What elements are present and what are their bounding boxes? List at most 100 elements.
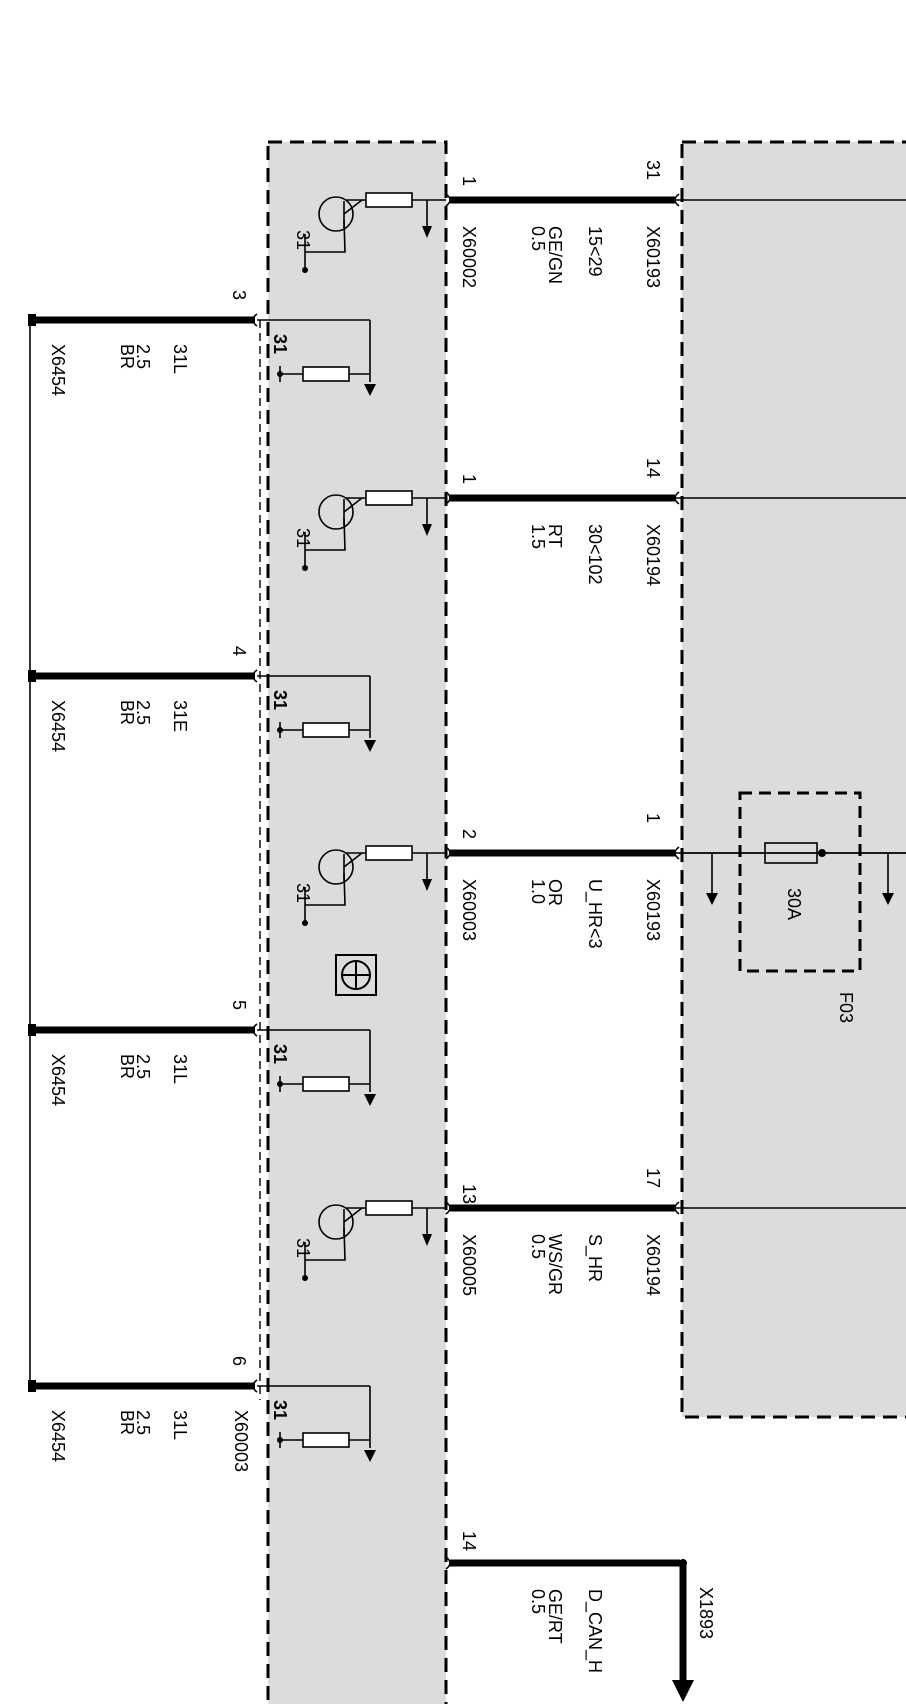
wire-color: BR xyxy=(117,344,137,369)
connector-label: X60003 xyxy=(459,879,479,941)
arrow-icon xyxy=(364,1094,376,1106)
wire-size: 2.5 xyxy=(133,700,153,725)
pin-connector xyxy=(252,669,258,683)
signal-label: 31L xyxy=(170,1410,190,1440)
pin-number: 1 xyxy=(643,813,663,823)
pin-number: 3 xyxy=(229,290,249,300)
driver-trace xyxy=(305,872,346,906)
wire-color: WS/GR xyxy=(545,1234,565,1295)
ground-dot xyxy=(302,1275,308,1281)
wire-color: RT xyxy=(545,524,565,548)
transistor-icon xyxy=(318,849,354,885)
fuse-box xyxy=(738,791,862,973)
wire-size: 0.5 xyxy=(528,1589,548,1614)
arrow-icon xyxy=(422,879,432,891)
driver-trace xyxy=(305,517,346,551)
connector-label: X6454 xyxy=(48,344,68,396)
signal-label: 31L xyxy=(170,344,190,374)
control-module-box xyxy=(266,140,448,1704)
wire-size: 1.5 xyxy=(528,524,548,549)
wire-size: 1.0 xyxy=(528,879,548,904)
connector-label: X6454 xyxy=(48,1054,68,1106)
pin-connector xyxy=(445,846,451,860)
resistor-symbol xyxy=(302,1432,350,1448)
resistor-symbol xyxy=(365,845,413,861)
arrow-icon xyxy=(422,1234,432,1246)
connector-label: X60194 xyxy=(643,1234,663,1296)
can-arrow-head xyxy=(672,1680,694,1702)
wire-end xyxy=(28,1024,36,1036)
driver-trace xyxy=(305,1227,346,1261)
wire-size: 0.5 xyxy=(528,1234,548,1259)
wire-size: 2.5 xyxy=(133,1410,153,1435)
wire-color: BR xyxy=(117,700,137,725)
wire-size: 0.5 xyxy=(528,226,548,251)
signal-label: 15<29 xyxy=(585,226,605,277)
pin-number: 4 xyxy=(229,646,249,656)
connector-label: X6454 xyxy=(48,700,68,752)
transistor-icon xyxy=(318,494,354,530)
resistor-symbol xyxy=(365,192,413,208)
pin-connector xyxy=(445,193,451,207)
transistor-icon xyxy=(318,196,354,232)
wire-color: GE/RT xyxy=(545,1589,565,1644)
wire-size: 2.5 xyxy=(133,344,153,369)
ground-label: 31 xyxy=(270,1400,290,1420)
pin-number: 17 xyxy=(643,1168,663,1188)
arrow-icon xyxy=(364,384,376,396)
signal-label: D_CAN_H xyxy=(584,1589,605,1673)
pin-number: 31 xyxy=(643,160,663,180)
ground-dot xyxy=(302,565,308,571)
connector-label: X60005 xyxy=(459,1234,479,1296)
resistor-symbol xyxy=(365,490,413,506)
ground-label: 31 xyxy=(293,528,313,548)
pin-number: 2 xyxy=(459,829,479,839)
pin-number: 6 xyxy=(229,1356,249,1366)
pin-connector xyxy=(252,1023,258,1037)
signal-label: 31E xyxy=(170,700,190,732)
pin-connector xyxy=(674,1201,680,1215)
wire-color: BR xyxy=(117,1410,137,1435)
connector-label: X60194 xyxy=(643,524,663,586)
pin-number: 14 xyxy=(459,1531,479,1551)
pin-connector xyxy=(445,1556,451,1570)
ground-label: 31 xyxy=(270,690,290,710)
pin-number: 13 xyxy=(459,1184,479,1204)
arrow-icon xyxy=(706,893,718,905)
wire-color: BR xyxy=(117,1054,137,1079)
connector-label: X60002 xyxy=(459,226,479,288)
resistor-symbol xyxy=(302,366,350,382)
connector-label: X60003 xyxy=(231,1410,251,1472)
pin-connector xyxy=(445,491,451,505)
pin-connector xyxy=(674,193,680,207)
ground-label: 31 xyxy=(270,334,290,354)
connector-label: X1893 xyxy=(696,1587,716,1639)
signal-label: 30<102 xyxy=(585,524,605,585)
driver-trace xyxy=(305,219,346,253)
connector-label: X60193 xyxy=(643,226,663,288)
wire-end xyxy=(28,1380,36,1392)
pin-connector xyxy=(674,491,680,505)
ground-dot xyxy=(302,920,308,926)
wire-color: OR xyxy=(545,879,565,906)
resistor-symbol xyxy=(365,1200,413,1216)
wire-end xyxy=(28,670,36,682)
ground-label: 31 xyxy=(293,230,313,250)
fuse-rating: 30A xyxy=(784,888,804,920)
wire-size: 2.5 xyxy=(133,1054,153,1079)
ground-symbol-box xyxy=(335,954,377,996)
ground-label: 31 xyxy=(293,1238,313,1258)
arrow-icon xyxy=(422,226,432,238)
ground-dot xyxy=(302,267,308,273)
transistor-icon xyxy=(318,1204,354,1240)
pin-connector xyxy=(674,846,680,860)
resistor-symbol xyxy=(302,1076,350,1092)
signal-label: S_HR xyxy=(584,1234,605,1282)
pin-number: 5 xyxy=(229,1000,249,1010)
arrow-icon xyxy=(364,740,376,752)
pin-number: 1 xyxy=(459,474,479,484)
fuse-id: F03 xyxy=(836,992,856,1023)
pin-number: 14 xyxy=(643,458,663,478)
pin-number: 1 xyxy=(459,176,479,186)
